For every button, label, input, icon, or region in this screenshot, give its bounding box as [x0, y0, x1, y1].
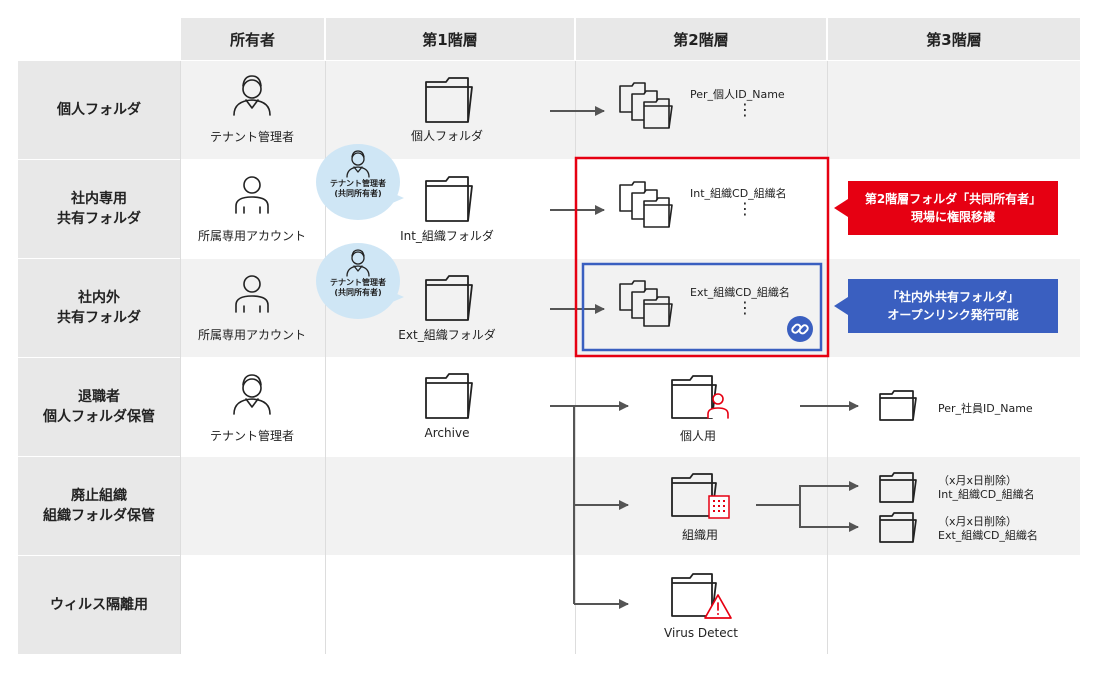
level1-label: 個人フォルダ	[410, 129, 484, 143]
blue-callout: 「社内外共有フォルダ」 オープンリンク発行可能	[834, 279, 1058, 333]
col-sep	[575, 61, 576, 654]
ellipsis: ⋮	[737, 298, 753, 317]
folder-icon	[879, 472, 917, 503]
folder-icon	[671, 375, 717, 419]
level2-label: Ext_組織CD_組織名	[690, 286, 790, 299]
col-sep	[180, 61, 181, 654]
level1-label: Int_組織フォルダ	[400, 229, 494, 243]
folder-stack-icon	[619, 280, 673, 327]
folder-icon	[425, 275, 473, 321]
owner-label: テナント管理者	[209, 429, 295, 443]
row-label-internal: 社内専用 共有フォルダ	[18, 160, 180, 258]
level1-label: Ext_組織フォルダ	[398, 328, 496, 342]
manager-person-icon	[346, 249, 370, 277]
row-label-external: 社内外 共有フォルダ	[18, 259, 180, 357]
building-icon	[708, 495, 730, 519]
bubble-text: テナント管理者 (共同所有者)	[330, 278, 386, 297]
warning-icon	[704, 594, 732, 619]
red-callout-text: 第2階層フォルダ「共同所有者」 現場に権限移譲	[864, 192, 1042, 224]
level2-label: 個人用	[679, 429, 717, 443]
folder-stack-icon	[619, 82, 673, 129]
folder-icon	[879, 512, 917, 543]
level2-label: Int_組織CD_組織名	[690, 187, 787, 200]
level1-label: Archive	[424, 426, 470, 440]
folder-icon	[879, 390, 917, 421]
row-label-retired: 退職者 個人フォルダ保管	[18, 358, 180, 456]
header-owner: 所有者	[181, 18, 324, 60]
co-owner-bubble: テナント管理者 (共同所有者)	[316, 243, 404, 319]
red-highlight-box	[574, 156, 830, 358]
row-personal-bg	[18, 61, 1080, 159]
account-person-icon	[235, 176, 269, 214]
owner-label: テナント管理者	[209, 130, 295, 144]
level3-label: （x月x日削除） Ext_組織CD_組織名	[938, 515, 1038, 543]
folder-icon	[425, 373, 473, 419]
col-sep	[325, 61, 326, 654]
co-owner-bubble: テナント管理者 (共同所有者)	[316, 144, 404, 220]
header-level2: 第2階層	[576, 18, 826, 60]
link-icon	[787, 316, 813, 342]
red-callout: 第2階層フォルダ「共同所有者」 現場に権限移譲	[834, 181, 1058, 235]
row-label-abolished: 廃止組織 組織フォルダ保管	[18, 457, 180, 555]
owner-label: 所属専用アカウント	[197, 229, 307, 243]
blue-highlight-box	[581, 262, 823, 352]
level3-label: Per_社員ID_Name	[938, 402, 1033, 415]
row-label-personal: 個人フォルダ	[18, 61, 180, 159]
owner-label: 所属専用アカウント	[197, 328, 307, 342]
folder-stack-icon	[619, 181, 673, 228]
folder-icon	[425, 176, 473, 222]
level2-label: Virus Detect	[664, 626, 738, 640]
manager-person-icon	[233, 374, 271, 415]
level3-label: （x月x日削除） Int_組織CD_組織名	[938, 474, 1035, 502]
bubble-text: テナント管理者 (共同所有者)	[330, 179, 386, 198]
header-level3: 第3階層	[828, 18, 1080, 60]
ellipsis: ⋮	[737, 199, 753, 218]
account-person-icon	[235, 275, 269, 313]
folder-icon	[425, 77, 473, 123]
blue-callout-text: 「社内外共有フォルダ」 オープンリンク発行可能	[886, 290, 1019, 322]
manager-person-icon	[233, 75, 271, 116]
level2-label: Per_個人ID_Name	[690, 88, 785, 101]
person-badge-icon	[707, 393, 729, 419]
row-label-virus: ウィルス隔離用	[18, 556, 180, 654]
header-level1: 第1階層	[326, 18, 574, 60]
ellipsis: ⋮	[737, 100, 753, 119]
manager-person-icon	[346, 150, 370, 178]
level2-label: 組織用	[681, 528, 719, 542]
col-sep	[827, 61, 828, 654]
